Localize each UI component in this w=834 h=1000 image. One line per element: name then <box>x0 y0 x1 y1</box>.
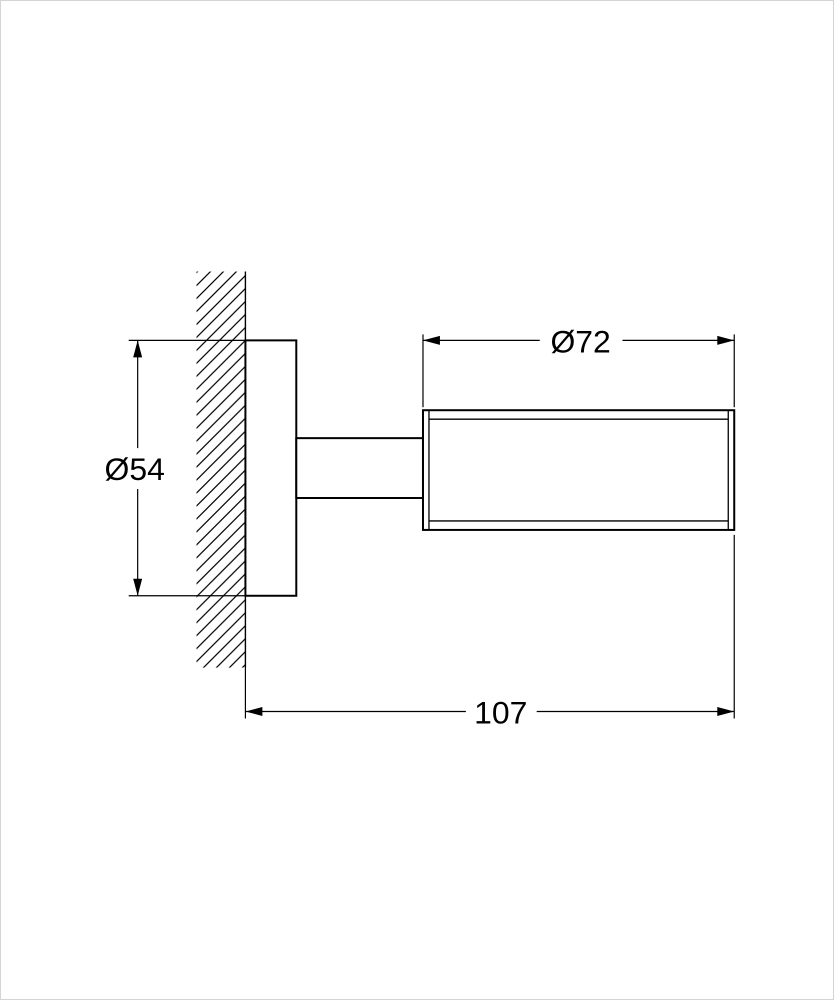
mounting-plate-outline <box>244 339 298 597</box>
holder-part <box>244 339 736 597</box>
dimension-projection-length: 107 <box>244 534 735 730</box>
dimension-label-projection-length: 107 <box>474 694 527 730</box>
dimension-arrow-right-icon <box>717 707 735 716</box>
dimension-plate-diameter: Ø54 <box>105 339 246 597</box>
stem-outline <box>295 437 424 500</box>
dimension-label-cylinder-diameter: Ø72 <box>550 323 610 359</box>
dimension-arrow-up-icon <box>133 340 143 358</box>
dimension-arrow-down-icon <box>133 578 143 596</box>
dimension-cylinder-diameter: Ø72 <box>422 323 735 408</box>
wall-hatching <box>196 271 246 668</box>
dimension-arrow-left-icon <box>422 335 440 345</box>
dimension-arrow-right-icon <box>717 335 735 345</box>
dimension-arrow-left-icon <box>245 707 263 716</box>
holder-cylinder-outline <box>421 409 736 531</box>
dimension-label-plate-diameter: Ø54 <box>105 451 165 487</box>
wall <box>196 271 247 668</box>
